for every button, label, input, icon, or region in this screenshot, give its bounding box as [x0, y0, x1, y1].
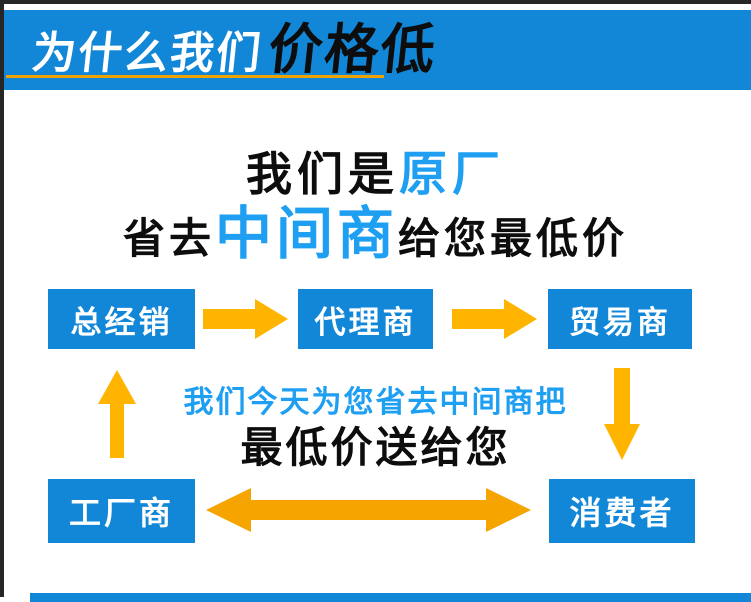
flow-box-agent: 代理商: [298, 289, 433, 349]
headline-line1-blue: 原厂: [398, 146, 505, 202]
arrow-up-icon: [98, 370, 136, 458]
title-underline: [6, 75, 384, 78]
flow-box-distributor: 总经销: [48, 289, 195, 349]
arrow-right-icon: [203, 299, 288, 339]
headline-line2-black-right: 给您最低价: [398, 214, 629, 263]
flow-box-factory: 工厂商: [48, 479, 195, 543]
middle-note-blue: 我们今天为您省去中间商把: [183, 385, 568, 420]
page-title-white-part: 为什么我们: [29, 28, 265, 79]
page-title-black-part: 价格低: [265, 18, 441, 81]
flow-box-trader: 贸易商: [548, 289, 692, 349]
top-border-line: [0, 0, 751, 4]
arrow-double-horizontal-icon: [206, 488, 531, 532]
arrow-down-icon: [604, 368, 640, 460]
headline-line1-black: 我们是: [245, 147, 399, 201]
headline-line1: 我们是原厂: [0, 134, 751, 204]
headline-line2: 省去中间商给您最低价: [0, 188, 751, 270]
headline-line2-blue: 中间商: [215, 201, 398, 267]
flow-box-consumer: 消费者: [549, 479, 695, 543]
header-banner: 为什么我们价格低: [4, 10, 751, 90]
page-title: 为什么我们价格低: [28, 18, 440, 95]
left-border-line: [0, 0, 4, 597]
arrow-right-icon: [452, 299, 537, 339]
bottom-accent-bar: [30, 593, 751, 602]
middle-note-black: 最低价送给您: [240, 423, 511, 472]
headline-line2-black-left: 省去: [122, 214, 215, 263]
